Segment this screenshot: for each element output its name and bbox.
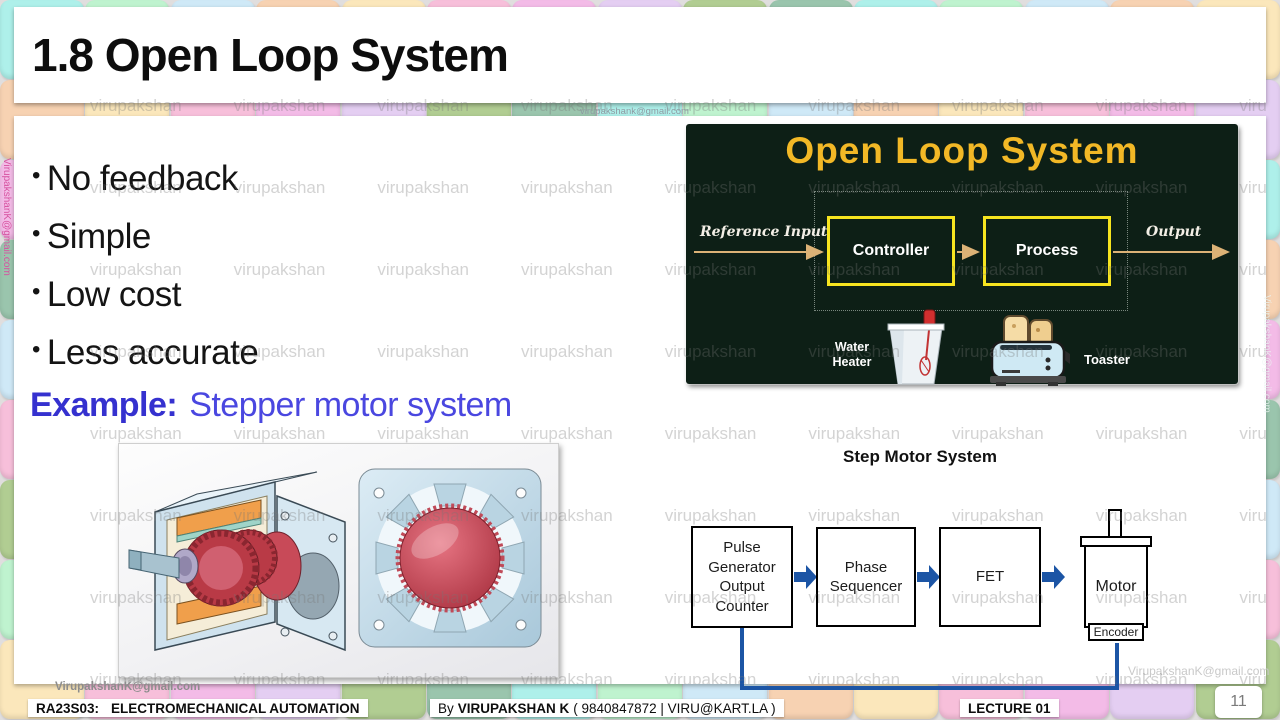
step-motor-diagram: Step Motor System Pulse Generator Output… [660,445,1252,695]
page-number: 11 [1215,686,1262,718]
example-text: Stepper motor system [189,386,512,424]
output-label: Output [1146,224,1202,240]
stepper-motor-cutaway [128,471,346,652]
water-heater-label: Water Heater [832,340,872,369]
block-motor: Motor [1084,545,1148,628]
stepper-motor-image [118,443,559,678]
water-heater-icon [887,309,945,385]
block-pulse-generator: Pulse Generator Output Counter [691,526,793,628]
watermark-top-email: virupakshank@gmail.com [580,106,689,117]
example-label: Example: [30,386,178,424]
watermark-bottomright-email: VirupakshanK@gmail.com [1128,664,1270,678]
bullet-item: Low cost [32,266,258,324]
example-line: Example: Stepper motor system [30,386,512,425]
open-loop-diagram: Open Loop System Controller Process Refe… [685,123,1239,386]
bullet-item: Less accurate [32,324,259,382]
course-title: ELECTROMECHANICAL AUTOMATION [111,700,360,716]
bullet-list: No feedback Simple Low cost Less accurat… [32,150,259,382]
controller-box: Controller [827,216,955,286]
author-contact: ( 9840847872 | VIRU@KART.LA ) [573,700,776,716]
process-box: Process [983,216,1111,286]
toaster-icon [990,315,1070,386]
footer-course-chip: RA23S03: ELECTROMECHANICAL AUTOMATION [28,699,368,717]
block-fet: FET [939,527,1041,627]
bullet-item: Simple [32,208,258,266]
reference-input-label: Reference Input [700,224,828,240]
bullet-item: No feedback [32,150,258,208]
stepper-motor-crosssection [358,468,542,648]
encoder-box: Encoder [1088,623,1144,641]
course-code: RA23S03: [36,700,100,716]
by-prefix: By [438,700,454,716]
title-bar: 1.8 Open Loop System [14,7,1266,103]
page-title: 1.8 Open Loop System [32,29,509,81]
footer-author-chip: By VIRUPAKSHAN K ( 9840847872 | VIRU@KAR… [430,699,784,717]
motor-shaft [1108,509,1122,538]
author-name: VIRUPAKSHAN K [457,700,570,716]
footer-lecture-chip: LECTURE 01 [960,699,1059,717]
block-phase-sequencer: Phase Sequencer [816,527,916,627]
open-loop-title: Open Loop System [785,130,1139,171]
step-motor-title: Step Motor System [843,447,997,466]
watermark-bottomleft-email: VirupakshanK@gmail.com [55,681,201,693]
toaster-label: Toaster [1084,352,1130,367]
